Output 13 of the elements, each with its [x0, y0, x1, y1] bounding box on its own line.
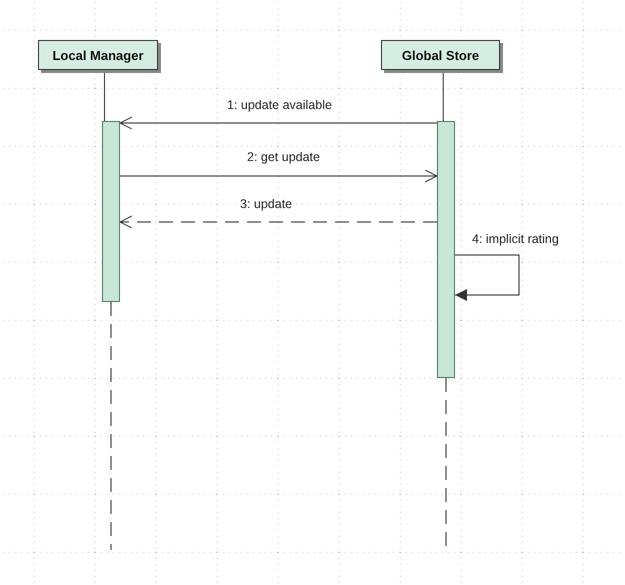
- activation-bar: [102, 121, 120, 302]
- message-arrow: [120, 170, 438, 182]
- lifeline-header: Global Store: [381, 40, 500, 70]
- message-label: 4: implicit rating: [470, 232, 561, 246]
- message-label: 3: update: [238, 197, 294, 211]
- self-message-arrow: [454, 254, 520, 301]
- return-arrow: [120, 216, 438, 228]
- activation-bar: [437, 121, 455, 378]
- lifeline-header: Local Manager: [38, 40, 158, 70]
- message-arrow: [120, 116, 438, 130]
- message-label: 1: update available: [225, 98, 334, 112]
- lifeline: [110, 302, 112, 550]
- message-label: 2: get update: [245, 150, 322, 164]
